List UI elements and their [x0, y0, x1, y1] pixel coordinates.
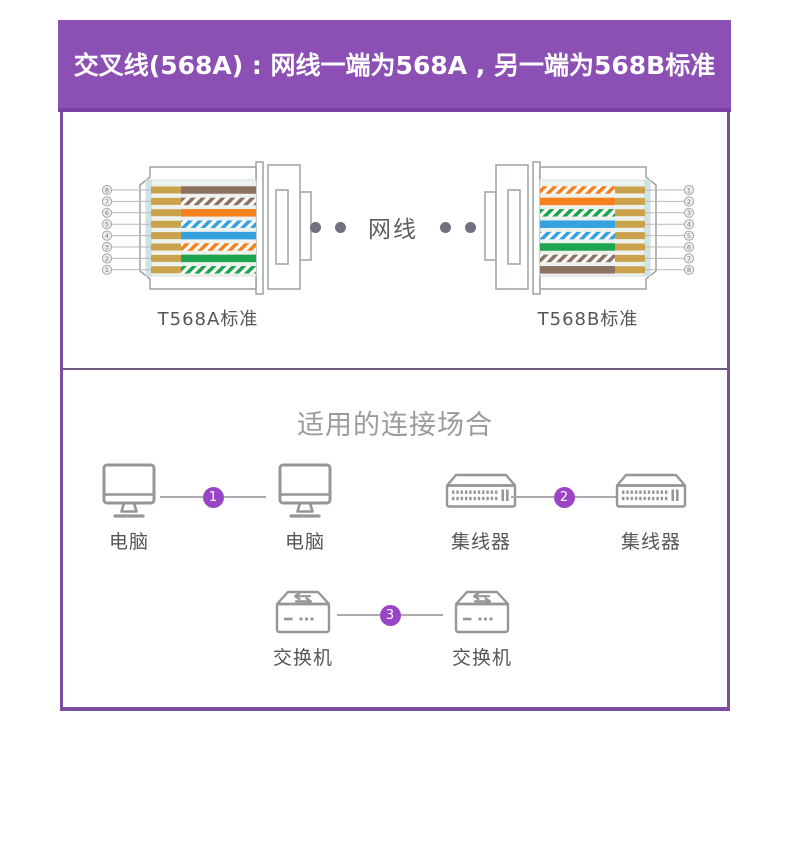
link-line: [574, 496, 617, 498]
cable-dot-icon: [310, 221, 321, 233]
svg-text:4: 4: [687, 221, 691, 229]
svg-text:1: 1: [105, 266, 109, 274]
scene-label: 交换机: [272, 647, 333, 669]
cable-dot-icon: [440, 221, 451, 233]
connection-link-1: 1: [160, 486, 266, 508]
svg-text:2: 2: [687, 198, 691, 206]
svg-text:3: 3: [687, 209, 691, 217]
scene-label: 集线器: [450, 531, 511, 553]
scene-item-switch-1: 交换机: [258, 590, 348, 670]
link-line: [223, 496, 266, 498]
svg-text:7: 7: [687, 255, 691, 263]
connection-link-2: 2: [511, 486, 617, 508]
scenarios-heading: 适用的连接场合: [297, 410, 493, 441]
link-line: [511, 496, 554, 498]
svg-text:5: 5: [687, 232, 691, 240]
connector-t568b-label: T568B标准: [537, 309, 639, 330]
link-number-badge: 2: [553, 486, 575, 508]
scene-label: 电脑: [108, 531, 149, 553]
link-line: [160, 496, 203, 498]
section-divider: [63, 368, 727, 370]
scene-item-hub-2: 集线器: [606, 462, 696, 554]
hub-icon: [615, 462, 687, 520]
cable-label: 网线: [368, 217, 418, 243]
banner-title: 交叉线(568A) : 网线一端为568A , 另一端为568B标准: [73, 51, 716, 80]
svg-text:3: 3: [105, 243, 109, 251]
computer-icon: [102, 462, 156, 520]
banner: 交叉线(568A) : 网线一端为568A , 另一端为568B标准: [58, 20, 731, 112]
scene-item-computer-1: 电脑: [84, 462, 174, 554]
link-number-badge: 1: [202, 486, 224, 508]
scene-label: 集线器: [620, 531, 681, 553]
svg-text:8: 8: [105, 186, 109, 194]
scene-item-hub-1: 集线器: [436, 462, 526, 554]
connection-link-3: 3: [337, 604, 443, 626]
scene-label: 交换机: [451, 647, 512, 669]
connector-t568a: 8 7 6 5 4 3 2 1 T568A标准: [98, 152, 318, 331]
svg-text:6: 6: [687, 243, 691, 251]
link-line: [400, 614, 443, 616]
svg-text:5: 5: [105, 221, 109, 229]
svg-text:7: 7: [105, 198, 109, 206]
link-line: [337, 614, 380, 616]
computer-icon: [278, 462, 332, 520]
scene-item-computer-2: 电脑: [260, 462, 350, 554]
connector-t568a-label: T568A标准: [157, 309, 259, 330]
connector-t568b: 1 2 3 4 5 6 7 8 T568B标准: [478, 152, 698, 331]
svg-text:6: 6: [105, 209, 109, 217]
cable-dot-icon: [335, 221, 346, 233]
svg-text:8: 8: [687, 266, 691, 274]
switch-icon: [454, 590, 510, 636]
scene-item-switch-2: 交换机: [437, 590, 527, 670]
scene-label: 电脑: [284, 531, 325, 553]
content-box: 8 7 6 5 4 3 2 1 T568A标准 网线 1 2 3 4 5 6 7 8 T568B标准 适用的…: [60, 112, 730, 711]
svg-text:4: 4: [105, 232, 109, 240]
cable-dot-icon: [465, 221, 476, 233]
hub-icon: [445, 462, 517, 520]
link-number-badge: 3: [379, 604, 401, 626]
svg-text:2: 2: [105, 255, 109, 263]
switch-icon: [275, 590, 331, 636]
rj45-plug-t568b-icon: 1 2 3 4 5 6 7 8: [484, 161, 695, 295]
cable-label-group: 网线: [308, 212, 478, 243]
rj45-plug-t568a-icon: 8 7 6 5 4 3 2 1: [101, 161, 312, 295]
svg-text:1: 1: [687, 186, 691, 194]
